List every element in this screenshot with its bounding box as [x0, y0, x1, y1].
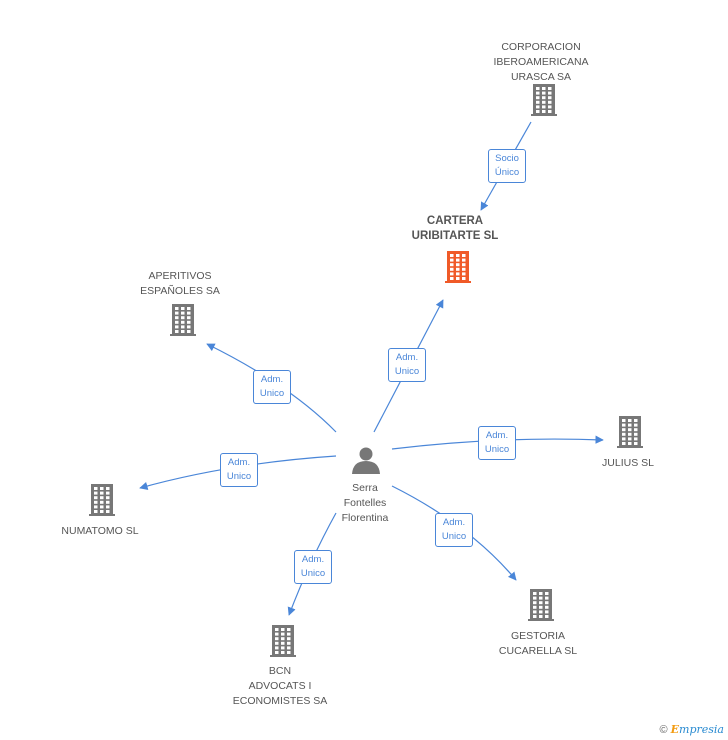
node-label-numatomo[interactable]: NUMATOMO SL	[61, 525, 139, 537]
brand-logo: Empresia	[670, 723, 724, 736]
node-label-gestoria[interactable]: GESTORIA CUCARELLA SL	[498, 630, 578, 657]
building-icon[interactable]	[270, 625, 296, 657]
node-label-bcn[interactable]: BCN ADVOCATS I ECONOMISTES SA	[232, 665, 328, 707]
edge-label-serra-to-cartera[interactable]: Adm. Unico	[388, 348, 426, 382]
person-icon[interactable]	[352, 447, 380, 475]
edge-label-serra-to-numatomo[interactable]: Adm. Unico	[220, 453, 258, 487]
building-icon[interactable]	[445, 251, 471, 283]
footer-brand: © Empresia	[659, 723, 724, 736]
edge-label-serra-to-bcn[interactable]: Adm. Unico	[294, 550, 332, 584]
node-label-corporacion[interactable]: CORPORACION IBEROAMERICANA URASCA SA	[493, 41, 589, 83]
node-label-aperitivos[interactable]: APERITIVOS ESPAÑOLES SA	[140, 270, 220, 297]
building-icon[interactable]	[528, 589, 554, 621]
building-icon[interactable]	[170, 304, 196, 336]
node-label-serra[interactable]: Serra Fontelles Florentina	[341, 482, 389, 524]
edge-label-serra-to-gestoria[interactable]: Adm. Unico	[435, 513, 473, 547]
copyright-symbol: ©	[659, 724, 668, 736]
building-icon[interactable]	[617, 416, 643, 448]
node-label-julius[interactable]: JULIUS SL	[602, 457, 654, 469]
edge-label-corporacion-to-cartera[interactable]: Socio Único	[488, 149, 526, 183]
node-label-cartera[interactable]: CARTERA URIBITARTE SL	[411, 215, 499, 242]
building-icon[interactable]	[531, 84, 557, 116]
edge-label-serra-to-julius[interactable]: Adm. Unico	[478, 426, 516, 460]
building-icon[interactable]	[89, 484, 115, 516]
edge-label-serra-to-aperitivos[interactable]: Adm. Unico	[253, 370, 291, 404]
